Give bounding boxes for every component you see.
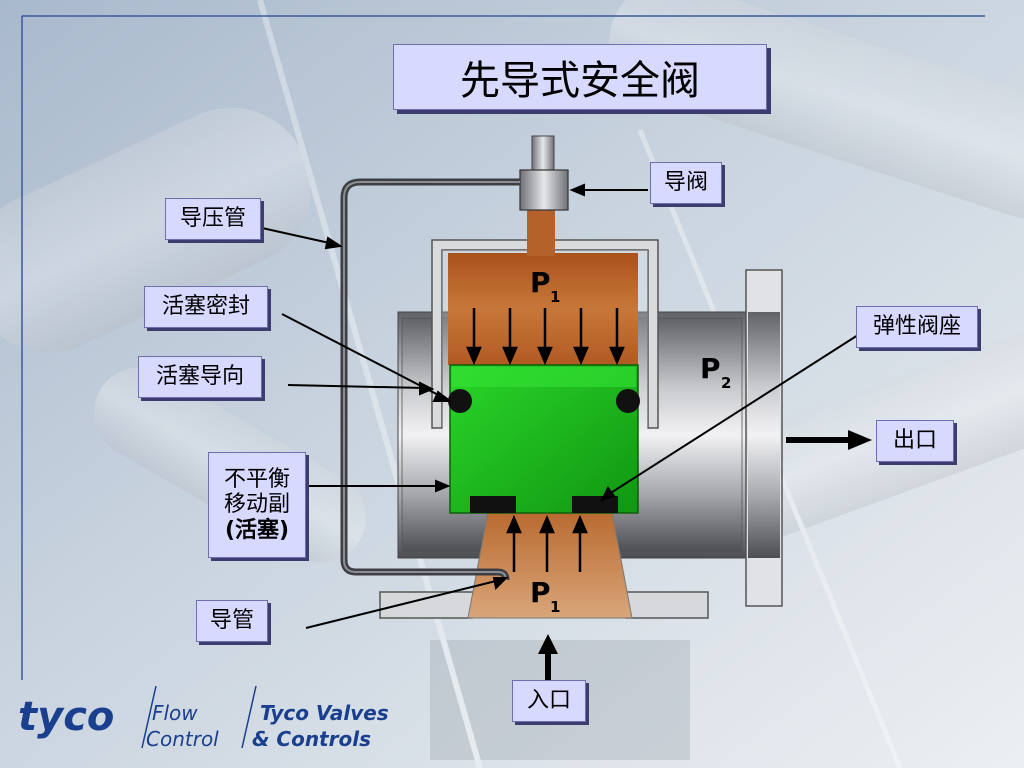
inlet-base	[379, 511, 709, 619]
logo-brand: tyco	[18, 694, 114, 740]
inlet-pressure-arrows	[506, 514, 588, 572]
logo-company-line2: & Controls	[252, 727, 371, 751]
logo-graphic: tyco Flow Control Tyco Valves & Controls	[18, 685, 389, 751]
logo-company-line1: Tyco Valves	[260, 701, 389, 725]
dome-fluid	[448, 253, 638, 365]
label-unbalanced-line2: 移动副	[223, 492, 290, 518]
piston-seal-left	[448, 389, 472, 413]
label-piston-guide: 活塞导向	[138, 356, 262, 398]
label-unbalanced-moving-part: 不平衡 移动副 (活塞)	[208, 452, 306, 558]
seat-right	[572, 496, 618, 513]
p1-top-text: P	[530, 266, 551, 299]
label-inlet: 入口	[512, 680, 586, 722]
piston	[448, 364, 640, 514]
pilot-valve	[519, 135, 569, 256]
logo-division-line2: Control	[146, 727, 219, 751]
label-pilot-pressure-tube: 导压管	[165, 198, 261, 240]
p1-bottom-subscript: 1	[550, 598, 560, 616]
outlet-arrow	[786, 430, 872, 450]
p2-subscript: 2	[721, 374, 731, 392]
label-elastic-seat: 弹性阀座	[856, 306, 978, 348]
logo-division-line1: Flow	[152, 701, 198, 725]
dome-pressure-arrows	[466, 308, 625, 366]
pressure-labels: P 1 P 2 P 1	[530, 266, 731, 616]
label-outlet: 出口	[876, 420, 954, 462]
p1-bottom-text: P	[530, 576, 551, 609]
label-unbalanced-line3: (活塞)	[224, 517, 290, 543]
label-piston-seal: 活塞密封	[144, 286, 268, 328]
leader-lines	[261, 183, 859, 629]
seat-left	[470, 496, 516, 513]
label-unbalanced-line1: 不平衡	[223, 467, 290, 493]
label-pilot-tube: 导管	[196, 600, 268, 642]
company-logo: tyco Flow Control Tyco Valves & Controls	[14, 685, 414, 752]
p2-text: P	[700, 352, 721, 385]
inlet-arrow	[538, 634, 558, 682]
label-pilot-valve: 导阀	[650, 162, 722, 204]
piston-seal-right	[616, 389, 640, 413]
page-title: 先导式安全阀	[393, 44, 767, 110]
p1-top-subscript: 1	[550, 288, 560, 306]
